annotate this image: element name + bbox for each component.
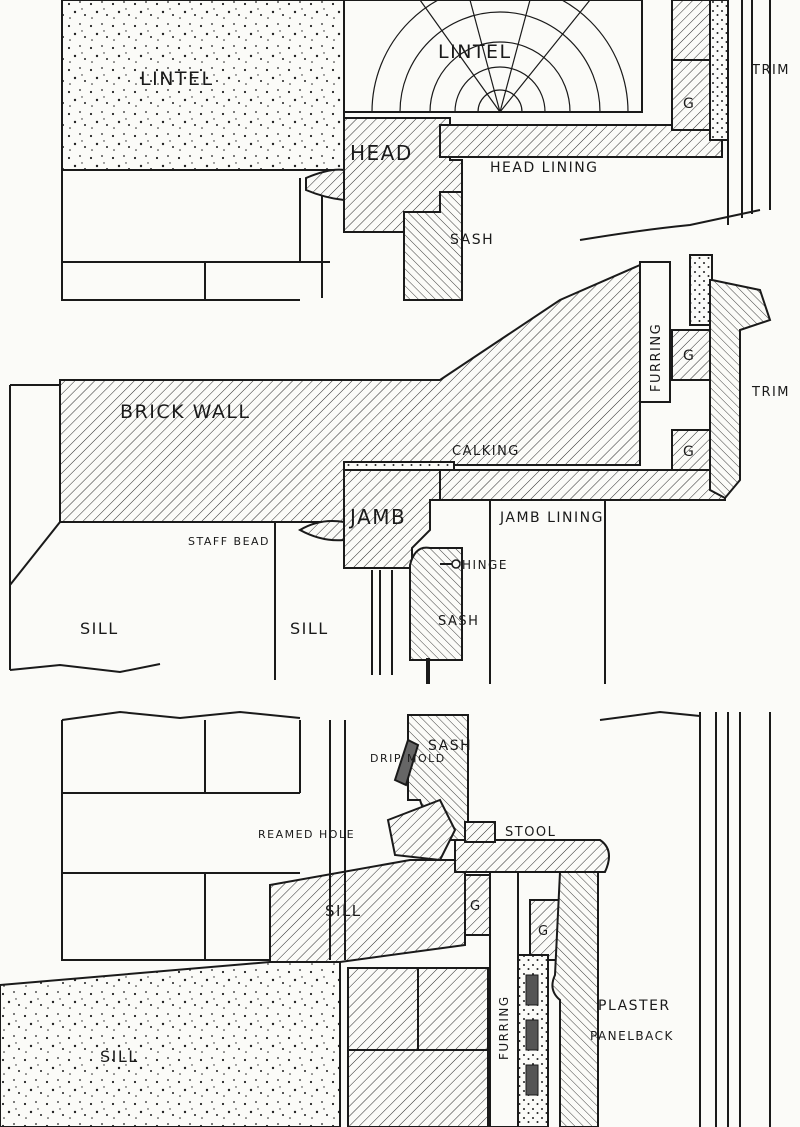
label-sill-right: SILL	[290, 619, 329, 638]
staff-bead	[297, 520, 345, 542]
sill-section: DRIP MOLD SASH REAMED HOLE STOOL SILL SI…	[0, 710, 771, 1127]
calking-strip	[343, 461, 455, 471]
head-section: LINTEL LINTEL HEAD HEAD LINING SASH TRIM…	[61, 0, 790, 301]
jamb-glazing-lines	[371, 500, 606, 684]
stool-cap	[464, 821, 496, 843]
brick-courses-bottom	[61, 710, 301, 961]
label-head-ground: G	[683, 96, 695, 112]
apron	[551, 871, 599, 1127]
label-stool: STOOL	[505, 825, 556, 840]
wood-sill	[269, 859, 466, 963]
label-head: HEAD	[350, 141, 413, 165]
brick-courses-top	[61, 170, 330, 301]
hinge-icon	[440, 559, 461, 569]
label-staff-bead: STAFF BEAD	[188, 535, 270, 548]
label-sill-furring: FURRING	[497, 995, 511, 1060]
sill-ground-a	[464, 874, 491, 936]
panel-back-blocks	[525, 974, 539, 1096]
label-jamb-furring: FURRING	[649, 323, 664, 392]
head-plaster	[709, 0, 729, 141]
label-jamb-ground-bottom: G	[683, 444, 695, 460]
sill-right-trim	[329, 710, 771, 1127]
label-hinge: HINGE	[462, 558, 508, 572]
stone-lintel	[61, 0, 345, 171]
label-jamb-ground-top: G	[683, 348, 695, 364]
jamb-reveal	[9, 384, 300, 680]
head-sash	[403, 191, 463, 301]
label-sill-ground-b: G	[538, 924, 550, 939]
head-furring	[671, 0, 711, 61]
reamed-hole-block	[386, 798, 457, 862]
head-ground	[671, 59, 711, 131]
label-reamed-hole: REAMED HOLE	[258, 828, 355, 841]
jamb-plaster	[689, 254, 713, 326]
lower-brick-joints	[348, 968, 488, 1051]
label-jamb-sash: SASH	[438, 614, 479, 629]
label-sill-left: SILL	[80, 619, 119, 638]
jamb-furring	[639, 261, 671, 403]
label-sill-wood: SILL	[325, 902, 362, 920]
label-plaster: PLASTER	[598, 998, 671, 1014]
drip-mold	[393, 738, 420, 787]
head-trim	[727, 0, 771, 225]
stool	[454, 839, 610, 873]
label-sill-stone: SILL	[100, 1047, 139, 1066]
label-head-sash: SASH	[450, 232, 494, 248]
label-lintel-wood: LINTEL	[438, 41, 512, 63]
jamb-trim	[709, 279, 772, 500]
label-jamb: JAMB	[348, 505, 406, 529]
label-head-trim: TRIM	[751, 63, 790, 78]
label-head-lining: HEAD LINING	[490, 160, 599, 176]
head-break-line	[579, 209, 761, 241]
wood-lintel	[343, 0, 643, 113]
head-bead	[305, 168, 345, 202]
jamb-section: BRICK WALL CALKING JAMB JAMB LINING STAF…	[9, 254, 790, 684]
jamb-sash	[409, 546, 463, 661]
jamb-lining	[439, 469, 726, 501]
sill-furring	[489, 871, 519, 1127]
wood-grain-rings	[371, 0, 629, 113]
label-drip-mold: DRIP MOLD	[370, 752, 446, 765]
label-sill-ground-a: G	[470, 899, 482, 914]
label-brick-wall: BRICK WALL	[120, 401, 251, 423]
label-panel-back: PANELBACK	[590, 1029, 674, 1043]
label-calking: CALKING	[452, 444, 520, 459]
label-jamb-lining: JAMB LINING	[499, 510, 604, 526]
stone-sill	[0, 961, 341, 1127]
jamb-ground-bottom	[671, 429, 711, 471]
label-jamb-trim: TRIM	[751, 385, 790, 400]
label-lintel-stone: LINTEL	[140, 68, 214, 90]
label-sill-sash: SASH	[428, 738, 472, 754]
